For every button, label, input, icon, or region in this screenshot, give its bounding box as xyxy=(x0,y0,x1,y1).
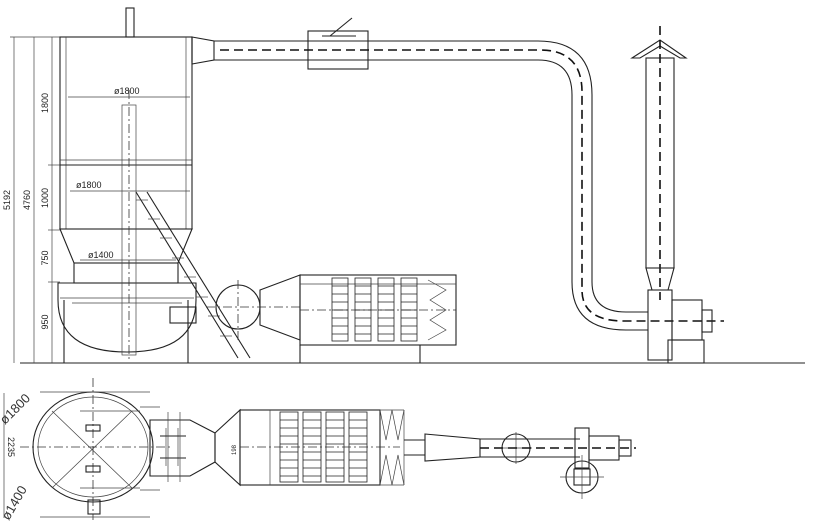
dim-dia-bottom: ø1400 xyxy=(88,250,114,260)
bag-collector-plan xyxy=(239,409,405,486)
dim-plan-width: 2235 xyxy=(6,437,16,457)
dim-total-height: 5192 xyxy=(2,190,12,210)
plan-filter-row-3 xyxy=(325,411,345,483)
dim-plan-dia-large: ø1800 xyxy=(0,390,33,427)
main-vessel xyxy=(57,7,197,363)
filter-element-2 xyxy=(354,277,372,342)
plan-transition xyxy=(149,408,241,487)
dim-section-3: 750 xyxy=(40,250,50,265)
exhaust-stack xyxy=(630,26,713,364)
dim-upper-height: 4760 xyxy=(22,190,32,210)
diagonal-chute xyxy=(135,191,251,359)
dim-dia-mid: ø1800 xyxy=(76,180,102,190)
filter-element-1 xyxy=(331,277,349,342)
dim-dia-top: ø1800 xyxy=(114,86,140,96)
dim-section-1: 1800 xyxy=(40,93,50,113)
plan-filter-row-4 xyxy=(348,411,368,483)
filter-element-3 xyxy=(377,277,395,342)
plan-vessel xyxy=(20,378,170,520)
filter-element-4 xyxy=(400,277,418,342)
bag-collector-elevation xyxy=(299,274,457,363)
cyclone-transition xyxy=(169,274,301,341)
vertical-dimension-lines xyxy=(10,36,60,363)
dim-section-2: 1000 xyxy=(40,188,50,208)
top-duct xyxy=(191,17,724,331)
dim-section-4: 950 xyxy=(40,314,50,329)
dim-plan-dia-small: ø1400 xyxy=(0,483,30,522)
dim-small-label: 198 xyxy=(232,444,238,455)
plan-filter-row-1 xyxy=(279,411,299,483)
plan-filter-row-2 xyxy=(302,411,322,483)
elevation-view: 5192 4760 1800 1000 750 950 xyxy=(2,7,805,364)
plan-view: 2235 ø1800 ø1400 xyxy=(0,378,636,522)
plan-outlet-duct xyxy=(404,427,636,499)
